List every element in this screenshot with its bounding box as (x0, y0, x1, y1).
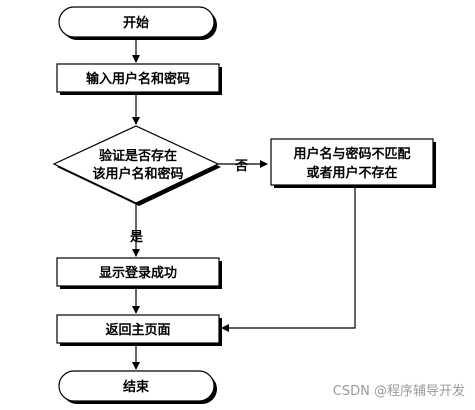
return-node: 返回主页面 (56, 314, 222, 346)
decision-label-line2: 该用户名和密码 (92, 166, 183, 182)
input-label: 输入用户名和密码 (86, 71, 190, 87)
end-node: 结束 (58, 370, 217, 404)
edge-label-yes: 是 (129, 230, 144, 245)
watermark: CSDN @程序辅导开发 (333, 383, 465, 399)
decision-label-line1: 验证是否存在 (99, 148, 177, 164)
edge-label-no: 否 (234, 159, 248, 174)
success-node: 显示登录成功 (56, 257, 222, 289)
error-node: 用户名与密码不匹配 或者用户不存在 (270, 138, 436, 188)
error-label-line1: 用户名与密码不匹配 (292, 146, 410, 162)
decision-node: 验证是否存在 该用户名和密码 (52, 125, 221, 206)
start-label: 开始 (123, 15, 149, 31)
success-label: 显示登录成功 (99, 265, 177, 281)
input-node: 输入用户名和密码 (56, 63, 222, 95)
return-label: 返回主页面 (105, 322, 170, 338)
end-label: 结束 (123, 379, 150, 395)
start-node: 开始 (58, 6, 217, 40)
error-label-line2: 或者用户不存在 (306, 165, 397, 181)
arrow-error-to-return (221, 185, 356, 332)
